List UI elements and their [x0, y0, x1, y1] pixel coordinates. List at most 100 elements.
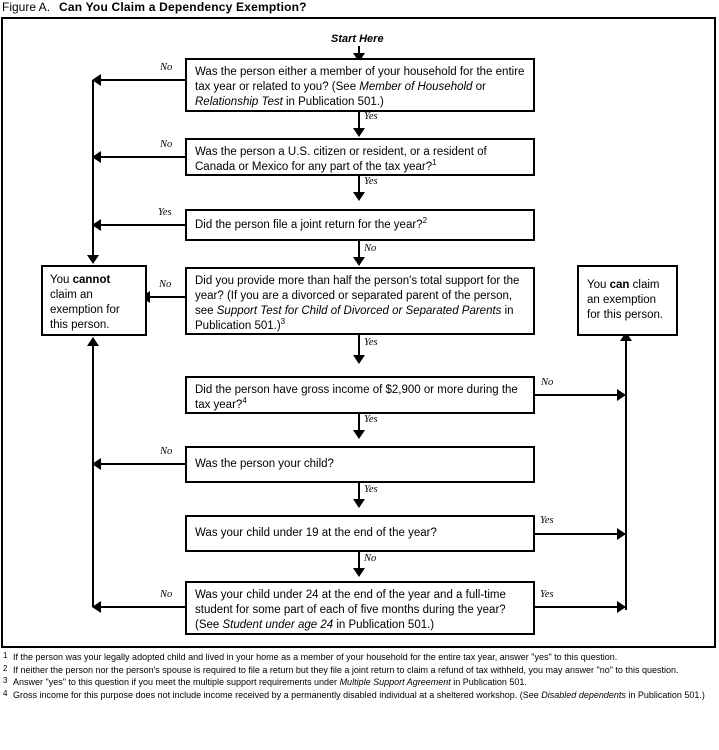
edge-q5-yes-arrow-icon	[353, 430, 365, 439]
decision-box-child-under-24-student[interactable]: Was your child under 24 at the end of th…	[185, 581, 535, 635]
q5-text: Did the person have gross income of $2,9…	[187, 378, 533, 417]
edge-label-q1-no: No	[160, 62, 173, 73]
q8-line3-em: Student under age 24	[222, 619, 334, 631]
start-connector	[358, 46, 360, 56]
footnote-4-text: Gross income for this purpose does not i…	[13, 689, 542, 700]
edge-q1-yes	[358, 112, 360, 134]
footnote-2: 2 If neither the person nor the person's…	[2, 663, 716, 677]
q1-line3-em: Relationship Test	[195, 96, 283, 108]
edge-q3-no	[358, 241, 360, 263]
footnote-3-text: Answer "yes" to this question if you mee…	[13, 677, 340, 687]
decision-box-joint-return[interactable]: Did the person file a joint return for t…	[185, 209, 535, 241]
outcome-box-cannot-claim[interactable]: You cannot claim an exemption for this p…	[41, 265, 147, 336]
edge-q7-no-arrow-icon	[353, 568, 365, 577]
q7-text: Was your child under 19 at the end of th…	[187, 517, 533, 545]
q4-line4: Publication 501.)	[195, 320, 281, 332]
q5-line1: Did the person have gross income of $2,9…	[195, 384, 518, 396]
footnote-4-marker: 4	[3, 688, 8, 698]
edge-label-q4-no: No	[159, 279, 172, 290]
start-here-label: Start Here	[331, 33, 384, 45]
edge-q5-no-arrow-icon	[617, 389, 626, 401]
edge-label-q1-yes: Yes	[364, 111, 378, 122]
edge-q4-no	[147, 296, 185, 298]
q5-footnote-ref: 4	[242, 396, 247, 406]
decision-box-was-person-your-child[interactable]: Was the person your child?	[185, 446, 535, 483]
q5-line2: tax year?	[195, 399, 243, 411]
edge-q4-yes-arrow-icon	[353, 355, 365, 364]
edge-label-q8-yes: Yes	[540, 589, 554, 600]
q1-line2-pre: tax year or related to you? (See	[195, 81, 360, 93]
decision-box-child-under-19[interactable]: Was your child under 19 at the end of th…	[185, 515, 535, 552]
can-line1-bold: can	[609, 279, 630, 291]
q4-footnote-ref: 3	[280, 317, 286, 327]
q4-line3-post: in	[501, 305, 514, 317]
edge-q6-yes	[358, 483, 360, 505]
edge-q2-yes	[358, 176, 360, 198]
left-trunk-lower	[92, 340, 94, 607]
q2-line2: Canada or Mexico for any part of the tax…	[195, 161, 433, 173]
can-line1-pre: You	[587, 279, 610, 291]
decision-box-support-test[interactable]: Did you provide more than half the perso…	[185, 267, 535, 335]
cannot-line3: exemption for	[50, 304, 120, 316]
footnote-2-marker: 2	[3, 663, 8, 673]
q3-footnote-ref: 2	[422, 216, 428, 226]
edge-q6-no	[98, 463, 185, 465]
footnotes: 1 If the person was your legally adopted…	[2, 651, 716, 702]
left-trunk-upper	[92, 80, 94, 262]
page-title: Figure A.Can You Claim a Dependency Exem…	[2, 0, 702, 16]
q4-text: Did you provide more than half the perso…	[187, 269, 533, 338]
q1-line2-em: Member of Household	[359, 81, 473, 93]
q8-line3-pre: (See	[195, 619, 223, 631]
edge-q1-no	[98, 79, 185, 81]
q6-text: Was the person your child?	[187, 448, 533, 476]
q1-line1: Was the person either a member of your h…	[195, 66, 525, 78]
q3-line1: Did the person file a joint return for t…	[195, 219, 423, 231]
cannot-text: You cannot claim an exemption for this p…	[43, 267, 145, 337]
q4-line2: year? (If you are a divorced or separate…	[195, 290, 513, 302]
footnote-4-em: Disabled dependents	[541, 689, 626, 700]
footnote-1-marker: 1	[3, 651, 8, 660]
edge-q1-no-arrow-icon	[92, 74, 101, 86]
q6-line1: Was the person your child?	[195, 458, 334, 470]
edge-label-q2-yes: Yes	[364, 176, 378, 187]
edge-q5-no	[535, 394, 621, 396]
footnote-3: 3 Answer "yes" to this question if you m…	[2, 676, 716, 689]
edge-label-q6-yes: Yes	[364, 484, 378, 495]
edge-q7-yes-arrow-icon	[617, 528, 626, 540]
edge-label-q5-no: No	[541, 377, 554, 388]
edge-q1-yes-arrow-icon	[353, 128, 365, 137]
edge-q4-yes	[358, 335, 360, 361]
q4-line3-pre: see	[195, 305, 217, 317]
q7-line1: Was your child under 19 at the end of th…	[195, 527, 437, 539]
decision-box-gross-income[interactable]: Did the person have gross income of $2,9…	[185, 376, 535, 414]
cannot-line1-pre: You	[50, 274, 73, 286]
right-trunk-arrow-icon	[620, 332, 632, 341]
q2-text: Was the person a U.S. citizen or residen…	[187, 140, 533, 179]
start-arrow-icon	[353, 53, 365, 62]
decision-box-household-or-relationship[interactable]: Was the person either a member of your h…	[185, 58, 535, 112]
edge-label-q7-yes: Yes	[540, 515, 554, 526]
right-trunk	[625, 338, 627, 610]
edge-q5-yes	[358, 414, 360, 436]
footnote-1-text: If the person was your legally adopted c…	[13, 652, 618, 662]
edge-q3-yes	[98, 224, 185, 226]
left-trunk-upper-arrow-icon	[87, 255, 99, 264]
footnote-2-text: If neither the person nor the person's s…	[13, 664, 679, 675]
decision-box-citizen-or-resident[interactable]: Was the person a U.S. citizen or residen…	[185, 138, 535, 176]
edge-label-q3-no: No	[364, 243, 377, 254]
edge-q8-yes	[535, 606, 621, 608]
edge-q3-yes-arrow-icon	[92, 219, 101, 231]
q1-line3-post: in Publication 501.)	[282, 96, 384, 108]
edge-label-q3-yes: Yes	[158, 207, 172, 218]
edge-label-q8-no: No	[160, 589, 173, 600]
outcome-box-can-claim[interactable]: You can claim an exemption for this pers…	[577, 265, 678, 336]
edge-label-q2-no: No	[160, 139, 173, 150]
cannot-line2: claim an	[50, 289, 93, 301]
q1-line2-post: or	[472, 81, 486, 93]
cannot-line4: this person.	[50, 319, 110, 331]
footnote-4-post: in Publication 501.)	[625, 689, 705, 700]
edge-label-q5-yes: Yes	[364, 414, 378, 425]
edge-q2-no	[98, 156, 185, 158]
footnote-1: 1 If the person was your legally adopted…	[2, 651, 716, 664]
footnote-4: 4 Gross income for this purpose does not…	[2, 688, 716, 702]
